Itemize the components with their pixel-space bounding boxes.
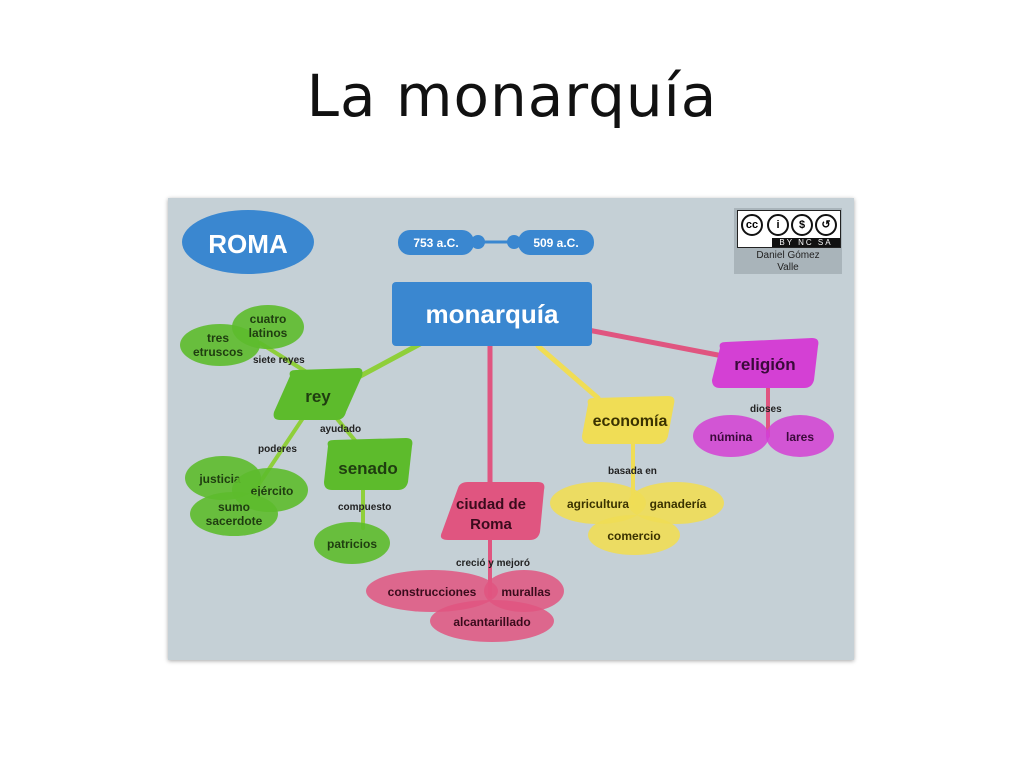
agricultura-node[interactable]: agricultura [550,482,646,524]
cuatro-label-line2: latinos [249,326,288,340]
link-siete-reyes: siete reyes [253,355,305,366]
lares-node[interactable]: lares [766,415,834,457]
sumo-sacerdote-node[interactable]: sumo sacerdote [190,492,278,536]
patricios-node[interactable]: patricios [314,522,390,564]
link-dioses: dioses [750,404,782,415]
link-compuesto: compuesto [338,502,391,513]
construcciones-label: construcciones [388,585,477,599]
author-credit: Daniel Gómez Valle [734,250,842,274]
license-band: BY NC SA [772,238,840,247]
link-ayudado: ayudado [320,424,361,435]
construcciones-node[interactable]: construcciones [366,570,498,612]
link-poderes: poderes [258,444,297,455]
line-monarquia-religion [585,327,726,359]
author-line1: Daniel Gómez [756,250,820,261]
timeline-dot-right [507,235,521,249]
roma-label: ROMA [208,229,288,259]
cc-icon: cc [741,214,763,236]
rey-label: rey [305,387,331,406]
tres-label-line2: etruscos [193,345,243,359]
numina-node[interactable]: númina [693,415,769,457]
numina-label: númina [710,430,753,444]
timeline-end-label: 509 a.C. [533,236,578,250]
noncommercial-icon: $ [791,214,813,236]
line-monarquia-economia [535,343,601,401]
slide-title: La monarquía [306,62,718,130]
patricios-label: patricios [327,537,377,551]
concept-map-canvas: ROMA 753 a.C. 509 a.C. monarquía tres et… [180,210,834,642]
religion-label: religión [734,355,795,374]
timeline-dot-left [471,235,485,249]
attribution-icon: i [767,214,789,236]
line-monarquia-rey [350,341,423,383]
sumo-label-line2: sacerdote [206,514,263,528]
monarquia-label: monarquía [426,299,559,329]
author-line2: Valle [777,262,799,273]
sumo-label-line1: sumo [218,500,250,514]
monarquia-node[interactable]: monarquía [392,282,592,346]
cc-license-logo: cc i $ ↺ BY NC SA [737,210,841,248]
senado-label: senado [338,459,398,478]
economia-label: economía [593,413,668,430]
religion-node[interactable]: religión [712,338,819,388]
rey-node[interactable]: rey [273,368,363,420]
tres-label-line1: tres [207,331,229,345]
link-basada-en: basada en [608,466,657,477]
economia-node[interactable]: economía [582,396,675,444]
comercio-node[interactable]: comercio [588,515,680,555]
comercio-label: comercio [607,529,660,543]
senado-node[interactable]: senado [324,438,413,490]
license-badge[interactable]: cc i $ ↺ BY NC SA Daniel Gómez Valle [734,208,842,274]
ganaderia-label: ganadería [650,497,707,511]
ciudad-de-roma-node[interactable]: ciudad de Roma [440,482,545,540]
ganaderia-node[interactable]: ganadería [628,482,724,524]
alcantarillado-label: alcantarillado [453,615,530,629]
cuatro-latinos-node[interactable]: cuatro latinos [232,305,304,349]
agricultura-label: agricultura [567,497,629,511]
sharealike-icon: ↺ [815,214,837,236]
justicia-label: justicia [198,472,241,486]
ejercito-label: ejército [251,484,294,498]
alcantarillado-node[interactable]: alcantarillado [430,600,554,642]
ciudad-label-line2: Roma [470,516,512,533]
lares-label: lares [786,430,814,444]
timeline-start-node[interactable]: 753 a.C. [398,230,474,255]
roma-node[interactable]: ROMA [182,210,314,274]
cuatro-label-line1: cuatro [250,312,287,326]
timeline-end-node[interactable]: 509 a.C. [518,230,594,255]
concept-map: ROMA 753 a.C. 509 a.C. monarquía tres et… [168,198,854,660]
ciudad-label-line1: ciudad de [456,496,526,513]
timeline-start-label: 753 a.C. [413,236,458,250]
murallas-label: murallas [501,585,551,599]
link-crecio: creció y mejoró [456,558,530,569]
